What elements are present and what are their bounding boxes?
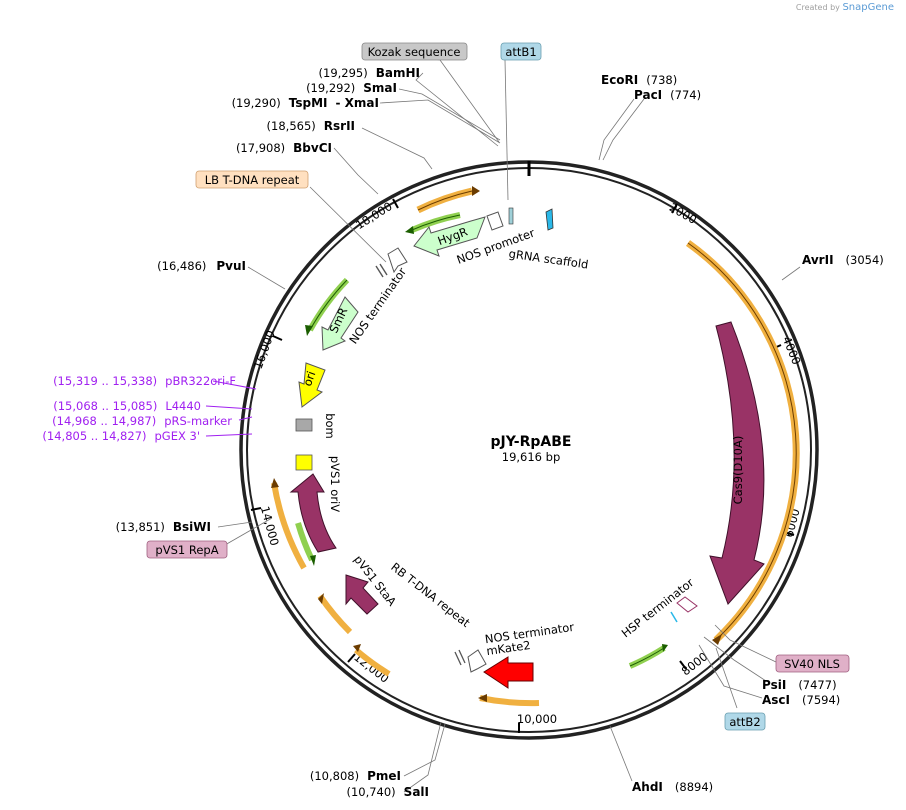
mkate2-label: mKate2 [485, 638, 531, 658]
tick-label-2000: 2000 [667, 200, 699, 227]
site-psii: PsiI(7477) [762, 678, 837, 692]
plasmid-size: 19,616 bp [502, 450, 561, 464]
site-smai: (19,292)SmaI [306, 81, 397, 95]
primer-callouts [205, 380, 257, 437]
site-bsiwi: (13,851)BsiWI [116, 520, 211, 534]
lb-repeat-label: LB T-DNA repeat [205, 173, 300, 187]
lb-repeat-mark-1 [375, 265, 384, 278]
primer-l4440: (15,068 .. 15,085)L4440 [53, 399, 201, 413]
grna-scaffold-label: gRNA scaffold [508, 247, 589, 272]
site-avrii: AvrII(3054) [802, 253, 884, 267]
hsp-terminator-arrow [676, 596, 698, 613]
site-rsrii: (18,565)RsrII [267, 119, 355, 133]
nos-promoter-arrow [486, 211, 504, 231]
tick-label-10000: 10,000 [517, 712, 557, 726]
rb-repeat-mark-1 [454, 651, 462, 666]
rb-repeat-mark-2 [458, 649, 466, 664]
bom-label: bom [323, 413, 337, 439]
site-bamhi: (19,295)BamHI [319, 66, 420, 80]
sv40-nls-box [775, 654, 850, 673]
ori-label: ori [300, 369, 318, 388]
tick-label-18000: 18,000 [353, 199, 395, 232]
kozak-label: Kozak sequence [368, 45, 461, 59]
bom-box [295, 418, 313, 432]
ori-arrow [298, 362, 326, 408]
kozak-box [361, 42, 468, 61]
hygr-arrow [413, 216, 486, 257]
primer-prs-marker: (14,968 .. 14,987)pRS-marker [52, 414, 232, 428]
primer-pbr322ori-f: (15,319 .. 15,338)pBR322ori-F [53, 374, 236, 388]
smr-arrow [321, 296, 359, 351]
pvs1-oriv-label: pVS1 oriV [328, 456, 342, 512]
nos-terminator-top-label: NOS terminator [346, 265, 409, 347]
callout-lines [217, 57, 801, 793]
cas9-arrow [709, 321, 765, 605]
pvs1-repa-box [146, 540, 228, 559]
credit-brand: SnapGene [842, 2, 894, 13]
tick-label-16000: 16,000 [251, 328, 278, 371]
orange-arrowheads [271, 186, 722, 702]
primer-pgex3: (14,805 .. 14,827)pGEX 3' [42, 429, 200, 443]
pvs1-staa-arrow [345, 574, 379, 615]
attb2-label: attB2 [729, 715, 760, 729]
pvs1-oriv-box [295, 454, 313, 471]
site-paci: PacI(774) [634, 88, 701, 102]
credit-prefix: Created by [795, 3, 840, 12]
green-arrowheads [305, 226, 668, 652]
site-pmei: (10,808)PmeI [310, 769, 401, 783]
tick-marks [250, 198, 795, 733]
site-asci: AscI(7594) [762, 693, 840, 707]
site-sali: (10,740)SalI [346, 785, 429, 799]
site-tspmi-xmai: (19,290)TspMI- XmaI [232, 96, 379, 110]
attb2-box [724, 712, 766, 731]
sv40-nls-mark [670, 611, 678, 623]
tick-label-8000: 8000 [679, 649, 711, 678]
site-ecori: EcoRI(738) [601, 73, 677, 87]
attb1-box [500, 42, 542, 61]
nos-terminator-bottom-arrow [467, 649, 487, 673]
attb1-label: attB1 [505, 45, 536, 59]
sv40-nls-label: SV40 NLS [784, 657, 840, 671]
cas9-label: Cas9(D10A) [731, 436, 745, 505]
site-bbvci: (17,908)BbvCI [236, 141, 332, 155]
rb-repeat-label: RB T-DNA repeat [388, 560, 473, 631]
site-pvui: (16,486)PvuI [157, 259, 246, 273]
lb-repeat-mark-2 [379, 263, 388, 276]
plasmid-name: pJY-RpABE [491, 434, 572, 450]
nos-terminator-top-arrow [387, 247, 408, 274]
lb-repeat-box [195, 170, 309, 189]
site-ahdi: AhdI(8894) [632, 780, 713, 794]
grna-scaffold-arrow [545, 208, 554, 231]
pvs1-repa-label: pVS1 RepA [155, 543, 218, 557]
mkate2-arrow [483, 656, 534, 689]
snapgene-credit: Created by SnapGene [796, 2, 894, 13]
attb1-mark [508, 207, 514, 225]
pvs1-repa-arrow [289, 473, 337, 553]
